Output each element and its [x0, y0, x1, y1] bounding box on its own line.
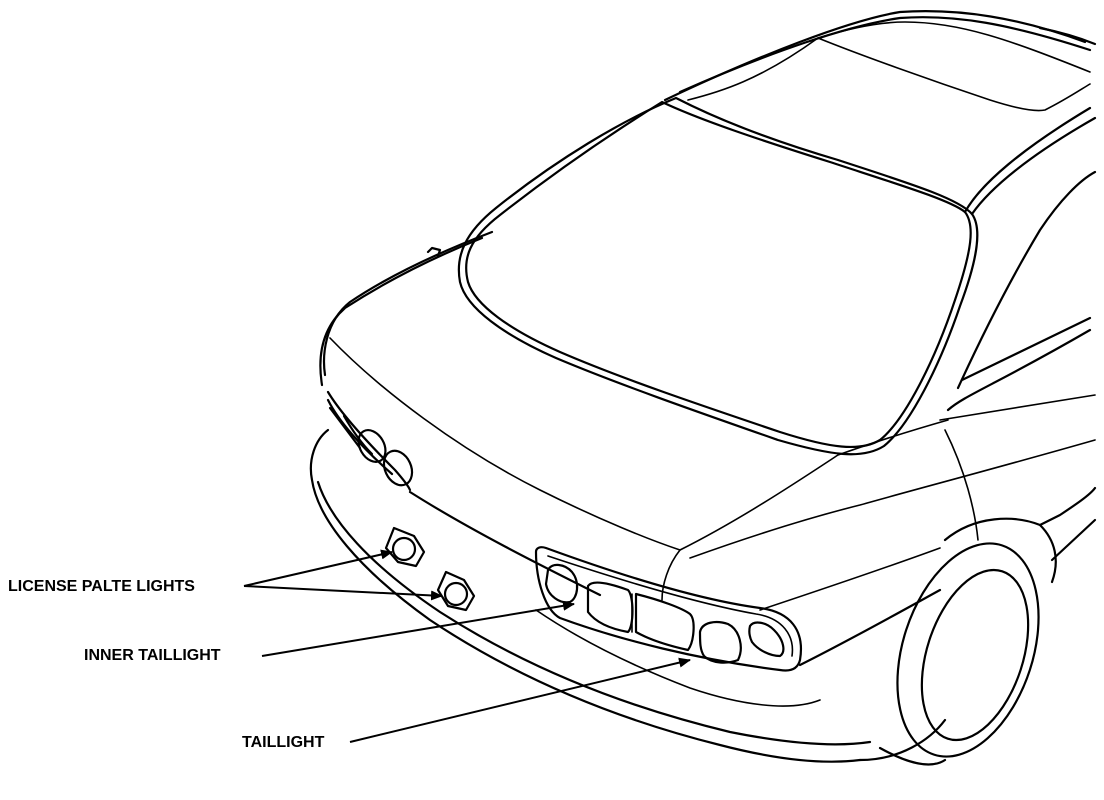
license-plate-lights [384, 526, 476, 612]
left-taillight-cluster [326, 390, 414, 492]
car-roof [663, 10, 1097, 112]
license-plate-light-right [436, 570, 476, 612]
leader-taillight [349, 657, 691, 743]
rear-window [457, 96, 979, 456]
car-side [939, 106, 1097, 541]
leader-inner-taillight [261, 600, 575, 657]
callout-inner-taillight: INNER TAILLIGHT [84, 647, 221, 664]
trunk-and-body [319, 230, 1096, 667]
rear-wheel [878, 486, 1097, 766]
leader-license-left [243, 549, 393, 587]
rear-bumper [309, 428, 947, 763]
callout-license-plate-lights: LICENSE PALTE LIGHTS [8, 578, 195, 595]
leader-license-right [243, 585, 443, 601]
license-plate-light-left [384, 526, 426, 568]
right-taillight-cluster [534, 546, 803, 672]
callout-taillight: TAILLIGHT [242, 734, 325, 751]
leader-lines [243, 549, 691, 743]
